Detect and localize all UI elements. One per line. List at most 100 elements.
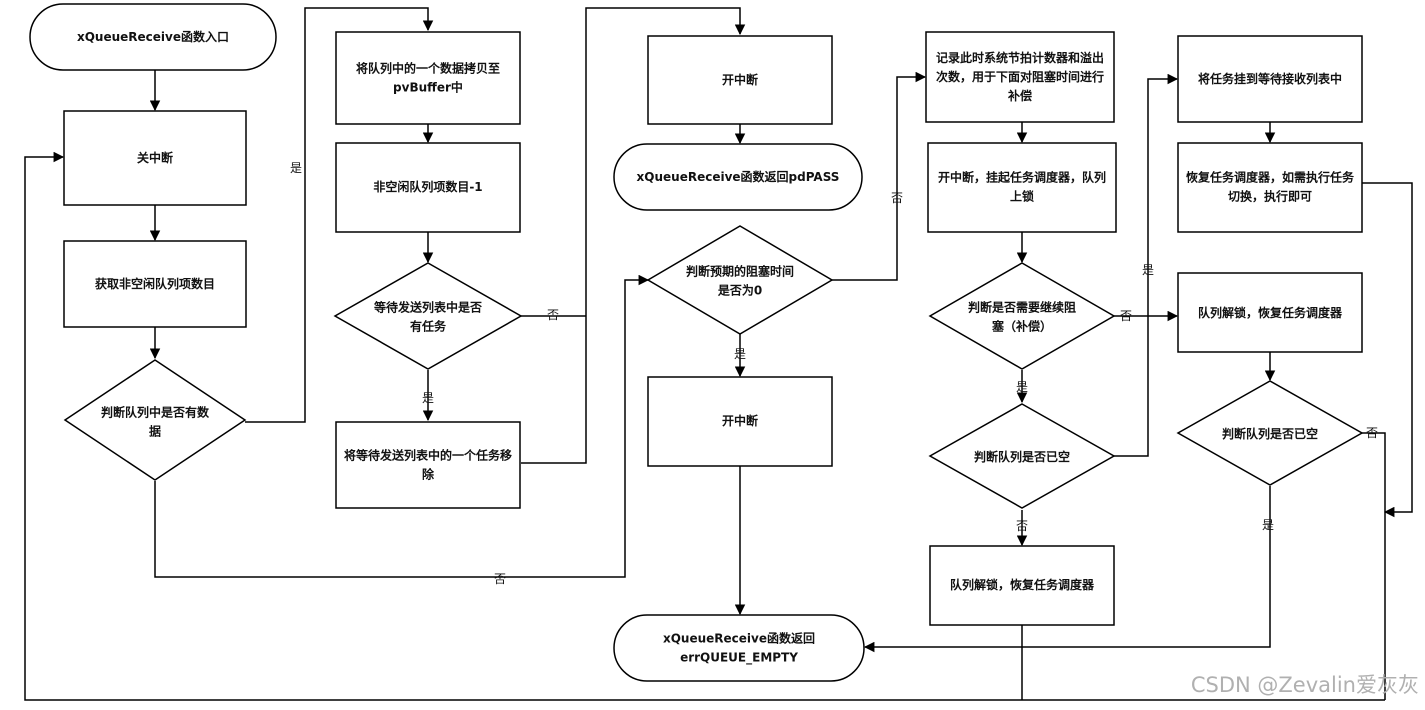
remove-box <box>335 421 521 509</box>
label-no-wait-send: 否 <box>547 308 559 322</box>
n-resume-line-1: 恢复任务调度器，如需执行任务 <box>1186 169 1355 184</box>
edges <box>24 7 1413 701</box>
n-get-count-line-1: 获取非空闲队列项数目 <box>94 276 215 291</box>
n-remove-line-2: 除 <box>422 466 435 481</box>
edge-loop-back-to-disable <box>24 151 1385 701</box>
label-no-has-data: 否 <box>494 572 506 586</box>
label-no-need-block: 否 <box>1120 309 1132 323</box>
queue-empty-2-text: 判断队列是否已空 <box>1222 426 1318 441</box>
n-remove-line-1: 将等待发送列表中的一个任务移 <box>344 447 512 462</box>
edge-empty2-no-loop <box>1362 432 1386 700</box>
has-data-decision <box>63 359 247 481</box>
disable-interrupt-1-text: 关中断 <box>137 150 173 165</box>
label-no-block-zero: 否 <box>891 191 903 205</box>
record-box <box>925 31 1115 123</box>
return-pass-text: xQueueReceive函数返回pdPASS <box>637 169 840 184</box>
need-block-text: 判断是否需要继续阻塞（补偿） <box>968 299 1076 333</box>
n-block-zero-line-1: 判断预期的阻塞时间 <box>686 263 794 278</box>
label-yes-need-block: 是 <box>1016 380 1028 394</box>
n-disable-int-1-line-1: 关中断 <box>137 150 173 165</box>
unlock-2-box <box>1177 272 1363 353</box>
enable-interrupt-1-box <box>647 35 833 125</box>
remove-text: 将等待发送列表中的一个任务移除 <box>344 447 512 481</box>
n-copy-line-1: 将队列中的一个数据拷贝至 <box>356 60 500 75</box>
n-start-line-1: xQueueReceive函数入口 <box>77 29 229 44</box>
enable-interrupt-1-text: 开中断 <box>722 72 758 87</box>
return-empty-terminator <box>613 614 865 682</box>
unlock-1-text: 队列解锁，恢复任务调度器 <box>950 577 1095 592</box>
return-pass-terminator <box>613 143 863 211</box>
n-wait-send-line-1: 等待发送列表中是否 <box>373 299 482 314</box>
n-return-empty-line-1: xQueueReceive函数返回 <box>663 630 815 645</box>
unlock-1-box <box>929 545 1115 626</box>
dec-box <box>335 142 521 233</box>
label-no-empty-1: 否 <box>1016 519 1028 533</box>
resume-text: 恢复任务调度器，如需执行任务切换，执行即可 <box>1186 169 1355 203</box>
edge-labels: 是 否 是 否 否 是 是 否 是 否 是 否 <box>290 161 1378 586</box>
start-terminator-text: xQueueReceive函数入口 <box>77 29 229 44</box>
queue-empty-1-decision <box>928 403 1116 509</box>
label-yes-wait-send: 是 <box>422 391 434 405</box>
wait-send-text: 等待发送列表中是否有任务 <box>373 299 482 333</box>
n-enable-int-1-line-1: 开中断 <box>722 72 758 87</box>
hang-box <box>1177 35 1363 123</box>
block-zero-text: 判断预期的阻塞时间是否为0 <box>686 263 794 297</box>
n-need-block-line-2: 塞（补偿） <box>992 318 1052 333</box>
n-empty-1-line-1: 判断队列是否已空 <box>974 449 1070 464</box>
record-text: 记录此时系统节拍计数器和溢出次数，用于下面对阻塞时间进行补偿 <box>936 50 1104 103</box>
enable-interrupt-2-box <box>647 376 833 467</box>
n-enable-int-2-line-1: 开中断 <box>722 413 758 428</box>
hang-text: 将任务挂到等待接收列表中 <box>1198 71 1342 86</box>
edge-hasdata-yes-to-copy <box>245 7 434 423</box>
edge-hasdata-no-to-blockzero <box>154 274 650 578</box>
n-resume-line-2: 切换，执行即可 <box>1228 188 1312 203</box>
n-suspend-line-1: 开中断，挂起任务调度器，队列 <box>938 169 1106 184</box>
copy-box <box>335 31 521 125</box>
n-has-data-line-1: 判断队列中是否有数 <box>101 404 210 419</box>
edge-blockzero-no-to-record <box>832 71 927 281</box>
n-empty-2-line-1: 判断队列是否已空 <box>1222 426 1318 441</box>
label-yes-empty-1: 是 <box>1142 263 1154 277</box>
has-data-text: 判断队列中是否有数据 <box>101 404 210 438</box>
return-empty-text: xQueueReceive函数返回 errQUEUE_EMPTY <box>663 630 815 665</box>
n-suspend-line-2: 上锁 <box>1010 188 1034 203</box>
n-unlock-2-line-1: 队列解锁，恢复任务调度器 <box>1198 305 1343 320</box>
n-unlock-1-line-1: 队列解锁，恢复任务调度器 <box>950 577 1095 592</box>
n-return-pass-line-1: xQueueReceive函数返回pdPASS <box>637 169 840 184</box>
disable-interrupt-1-box <box>63 110 247 206</box>
label-yes-empty-2: 是 <box>1262 518 1274 532</box>
get-count-text: 获取非空闲队列项数目 <box>94 276 215 291</box>
label-yes-block-zero: 是 <box>734 347 746 361</box>
label-no-empty-2: 否 <box>1366 426 1378 440</box>
get-count-box <box>63 240 247 328</box>
resume-box <box>1177 142 1363 233</box>
n-wait-send-line-2: 有任务 <box>410 318 447 333</box>
n-copy-line-2: pvBuffer中 <box>393 79 463 94</box>
suspend-text: 开中断，挂起任务调度器，队列上锁 <box>938 169 1106 203</box>
wait-send-decision <box>333 262 523 370</box>
n-dec-line-1: 非空闲队列项数目-1 <box>373 179 482 194</box>
edge-remove-to-enable1 <box>521 7 746 464</box>
edge-resume-to-merge <box>1362 182 1413 518</box>
n-hang-line-1: 将任务挂到等待接收列表中 <box>1198 71 1342 86</box>
edge-empty2-yes-to-return-empty <box>863 486 1271 653</box>
label-yes-has-data: 是 <box>290 161 302 175</box>
nodes: xQueueReceive函数入口 关中断 获取非空闲队列项数目 判断队列中是否… <box>29 3 1364 682</box>
unlock-2-text: 队列解锁，恢复任务调度器 <box>1198 305 1343 320</box>
n-record-line-3: 补偿 <box>1007 88 1032 103</box>
dec-text: 非空闲队列项数目-1 <box>373 179 482 194</box>
watermark-text: CSDN @Zevalin爱灰灰 <box>1191 673 1419 697</box>
suspend-box <box>927 142 1117 233</box>
enable-interrupt-2-text: 开中断 <box>722 413 758 428</box>
start-terminator <box>29 3 277 71</box>
copy-text: 将队列中的一个数据拷贝至 pvBuffer中 <box>356 60 500 94</box>
n-record-line-2: 次数，用于下面对阻塞时间进行 <box>936 69 1104 84</box>
n-return-empty-line-2: errQUEUE_EMPTY <box>680 650 798 665</box>
n-has-data-line-2: 据 <box>149 423 161 438</box>
n-block-zero-line-2: 是否为0 <box>717 282 762 297</box>
queue-empty-1-text: 判断队列是否已空 <box>974 449 1070 464</box>
need-block-decision <box>928 262 1116 370</box>
n-record-line-1: 记录此时系统节拍计数器和溢出 <box>936 50 1104 65</box>
edge-empty1-yes-to-hang <box>1114 73 1179 457</box>
